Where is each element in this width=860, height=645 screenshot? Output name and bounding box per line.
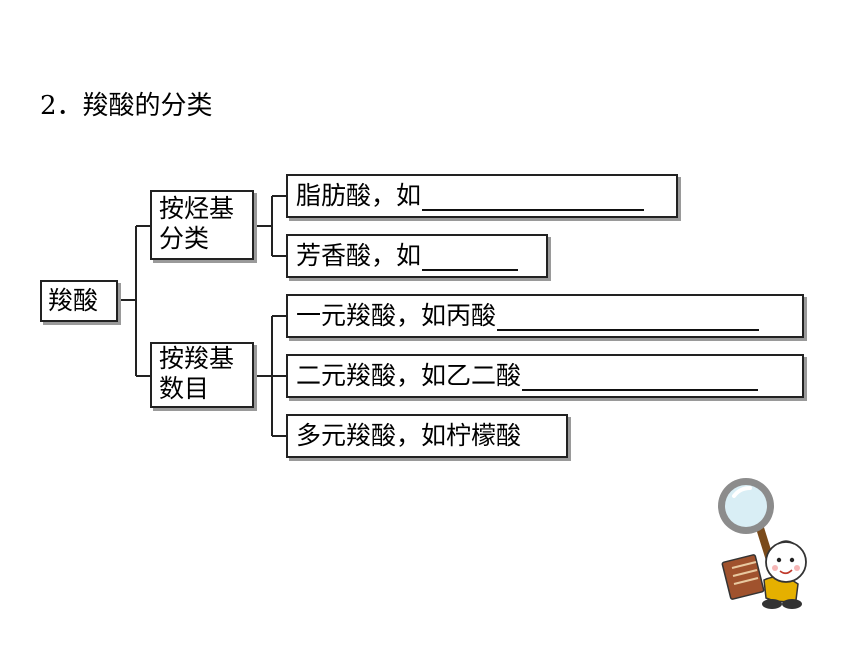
answer-blank xyxy=(422,241,519,271)
category-node-hydrocarbon: 按烃基 分类 xyxy=(150,190,254,260)
leaf-node-fatty-acid: 脂肪酸，如 xyxy=(286,174,678,218)
magnifier-icon xyxy=(718,478,774,564)
connector-cat1 xyxy=(256,195,286,257)
category-label-line1: 按羧基 xyxy=(159,344,235,373)
leaf-node-monocarboxylic: 一元羧酸，如丙酸 xyxy=(286,294,804,338)
leaf-node-polycarboxylic: 多元羧酸，如柠檬酸 xyxy=(286,414,568,458)
root-node: 羧酸 xyxy=(40,280,118,322)
category-node-carboxyl-count: 按羧基 数目 xyxy=(150,342,254,408)
leaf-node-dicarboxylic: 二元羧酸，如乙二酸 xyxy=(286,354,804,398)
mascot-character xyxy=(718,478,807,609)
leaf-label: 多元羧酸，如柠檬酸 xyxy=(296,421,522,450)
leaf-label: 二元羧酸，如乙二酸 xyxy=(296,361,522,390)
root-label: 羧酸 xyxy=(48,286,99,315)
category-label-line2: 分类 xyxy=(159,224,210,253)
connector-cat2 xyxy=(256,315,286,437)
leaf-label: 脂肪酸，如 xyxy=(296,181,422,210)
book-icon xyxy=(721,554,765,600)
leaf-node-aromatic-acid: 芳香酸，如 xyxy=(286,234,548,278)
page-title: 2．羧酸的分类 xyxy=(40,91,213,121)
answer-blank xyxy=(422,181,645,211)
category-label-line1: 按烃基 xyxy=(159,194,235,223)
connector-root xyxy=(120,225,150,377)
category-label-line2: 数目 xyxy=(159,374,210,403)
answer-blank xyxy=(497,301,760,331)
leaf-label: 芳香酸，如 xyxy=(296,241,422,270)
leaf-label: 一元羧酸，如丙酸 xyxy=(296,301,497,330)
answer-blank xyxy=(522,361,759,391)
